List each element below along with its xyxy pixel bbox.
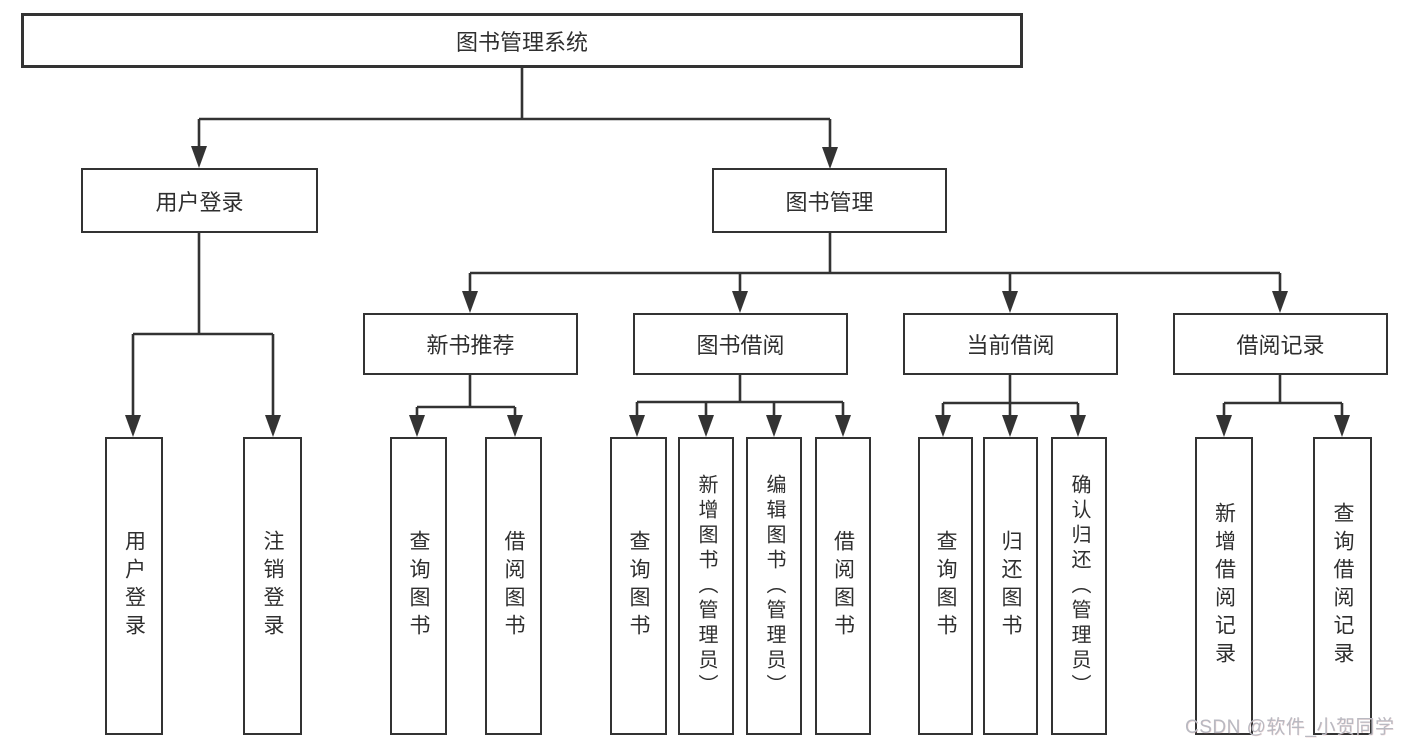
arrow-down-icon [265, 415, 281, 437]
arrow-down-icon [1334, 415, 1350, 437]
node-query-books-borrowing: 查询图书 [610, 437, 667, 735]
node-current-borrowing: 当前借阅 [903, 313, 1118, 375]
arrow-down-icon [1272, 291, 1288, 313]
arrow-down-icon [1070, 415, 1086, 437]
node-query-books-recommend: 查询图书 [390, 437, 447, 735]
arrow-down-icon [935, 415, 951, 437]
node-return-books: 归还图书 [983, 437, 1038, 735]
arrow-down-icon [409, 415, 425, 437]
arrow-down-icon [462, 291, 478, 313]
node-new-book-recommend: 新书推荐 [363, 313, 578, 375]
arrow-down-icon [1002, 415, 1018, 437]
node-add-books-admin: 新增图书（管理员） [678, 437, 734, 735]
node-user-login: 用户登录 [81, 168, 318, 233]
arrow-down-icon [1002, 291, 1018, 313]
arrow-down-icon [125, 415, 141, 437]
arrow-down-icon [698, 415, 714, 437]
arrow-down-icon [1216, 415, 1232, 437]
node-confirm-return-admin: 确认归还（管理员） [1051, 437, 1107, 735]
arrow-down-icon [732, 291, 748, 313]
node-book-borrowing: 图书借阅 [633, 313, 848, 375]
node-logout: 注销登录 [243, 437, 302, 735]
node-edit-books-admin: 编辑图书（管理员） [746, 437, 802, 735]
arrow-down-icon [835, 415, 851, 437]
arrow-down-icon [766, 415, 782, 437]
node-borrow-books-recommend: 借阅图书 [485, 437, 542, 735]
node-book-management: 图书管理 [712, 168, 947, 233]
node-query-books-current: 查询图书 [918, 437, 973, 735]
arrow-down-icon [191, 146, 207, 168]
arrow-down-icon [629, 415, 645, 437]
node-borrowing-records: 借阅记录 [1173, 313, 1388, 375]
node-user-login-action: 用户登录 [105, 437, 163, 735]
node-add-borrow-record: 新增借阅记录 [1195, 437, 1253, 735]
node-library-system: 图书管理系统 [21, 13, 1023, 68]
arrow-down-icon [822, 147, 838, 169]
node-query-borrow-record: 查询借阅记录 [1313, 437, 1372, 735]
csdn-watermark: CSDN @软件_小贺同学 [1185, 717, 1395, 738]
node-borrow-books: 借阅图书 [815, 437, 871, 735]
arrow-down-icon [507, 415, 523, 437]
